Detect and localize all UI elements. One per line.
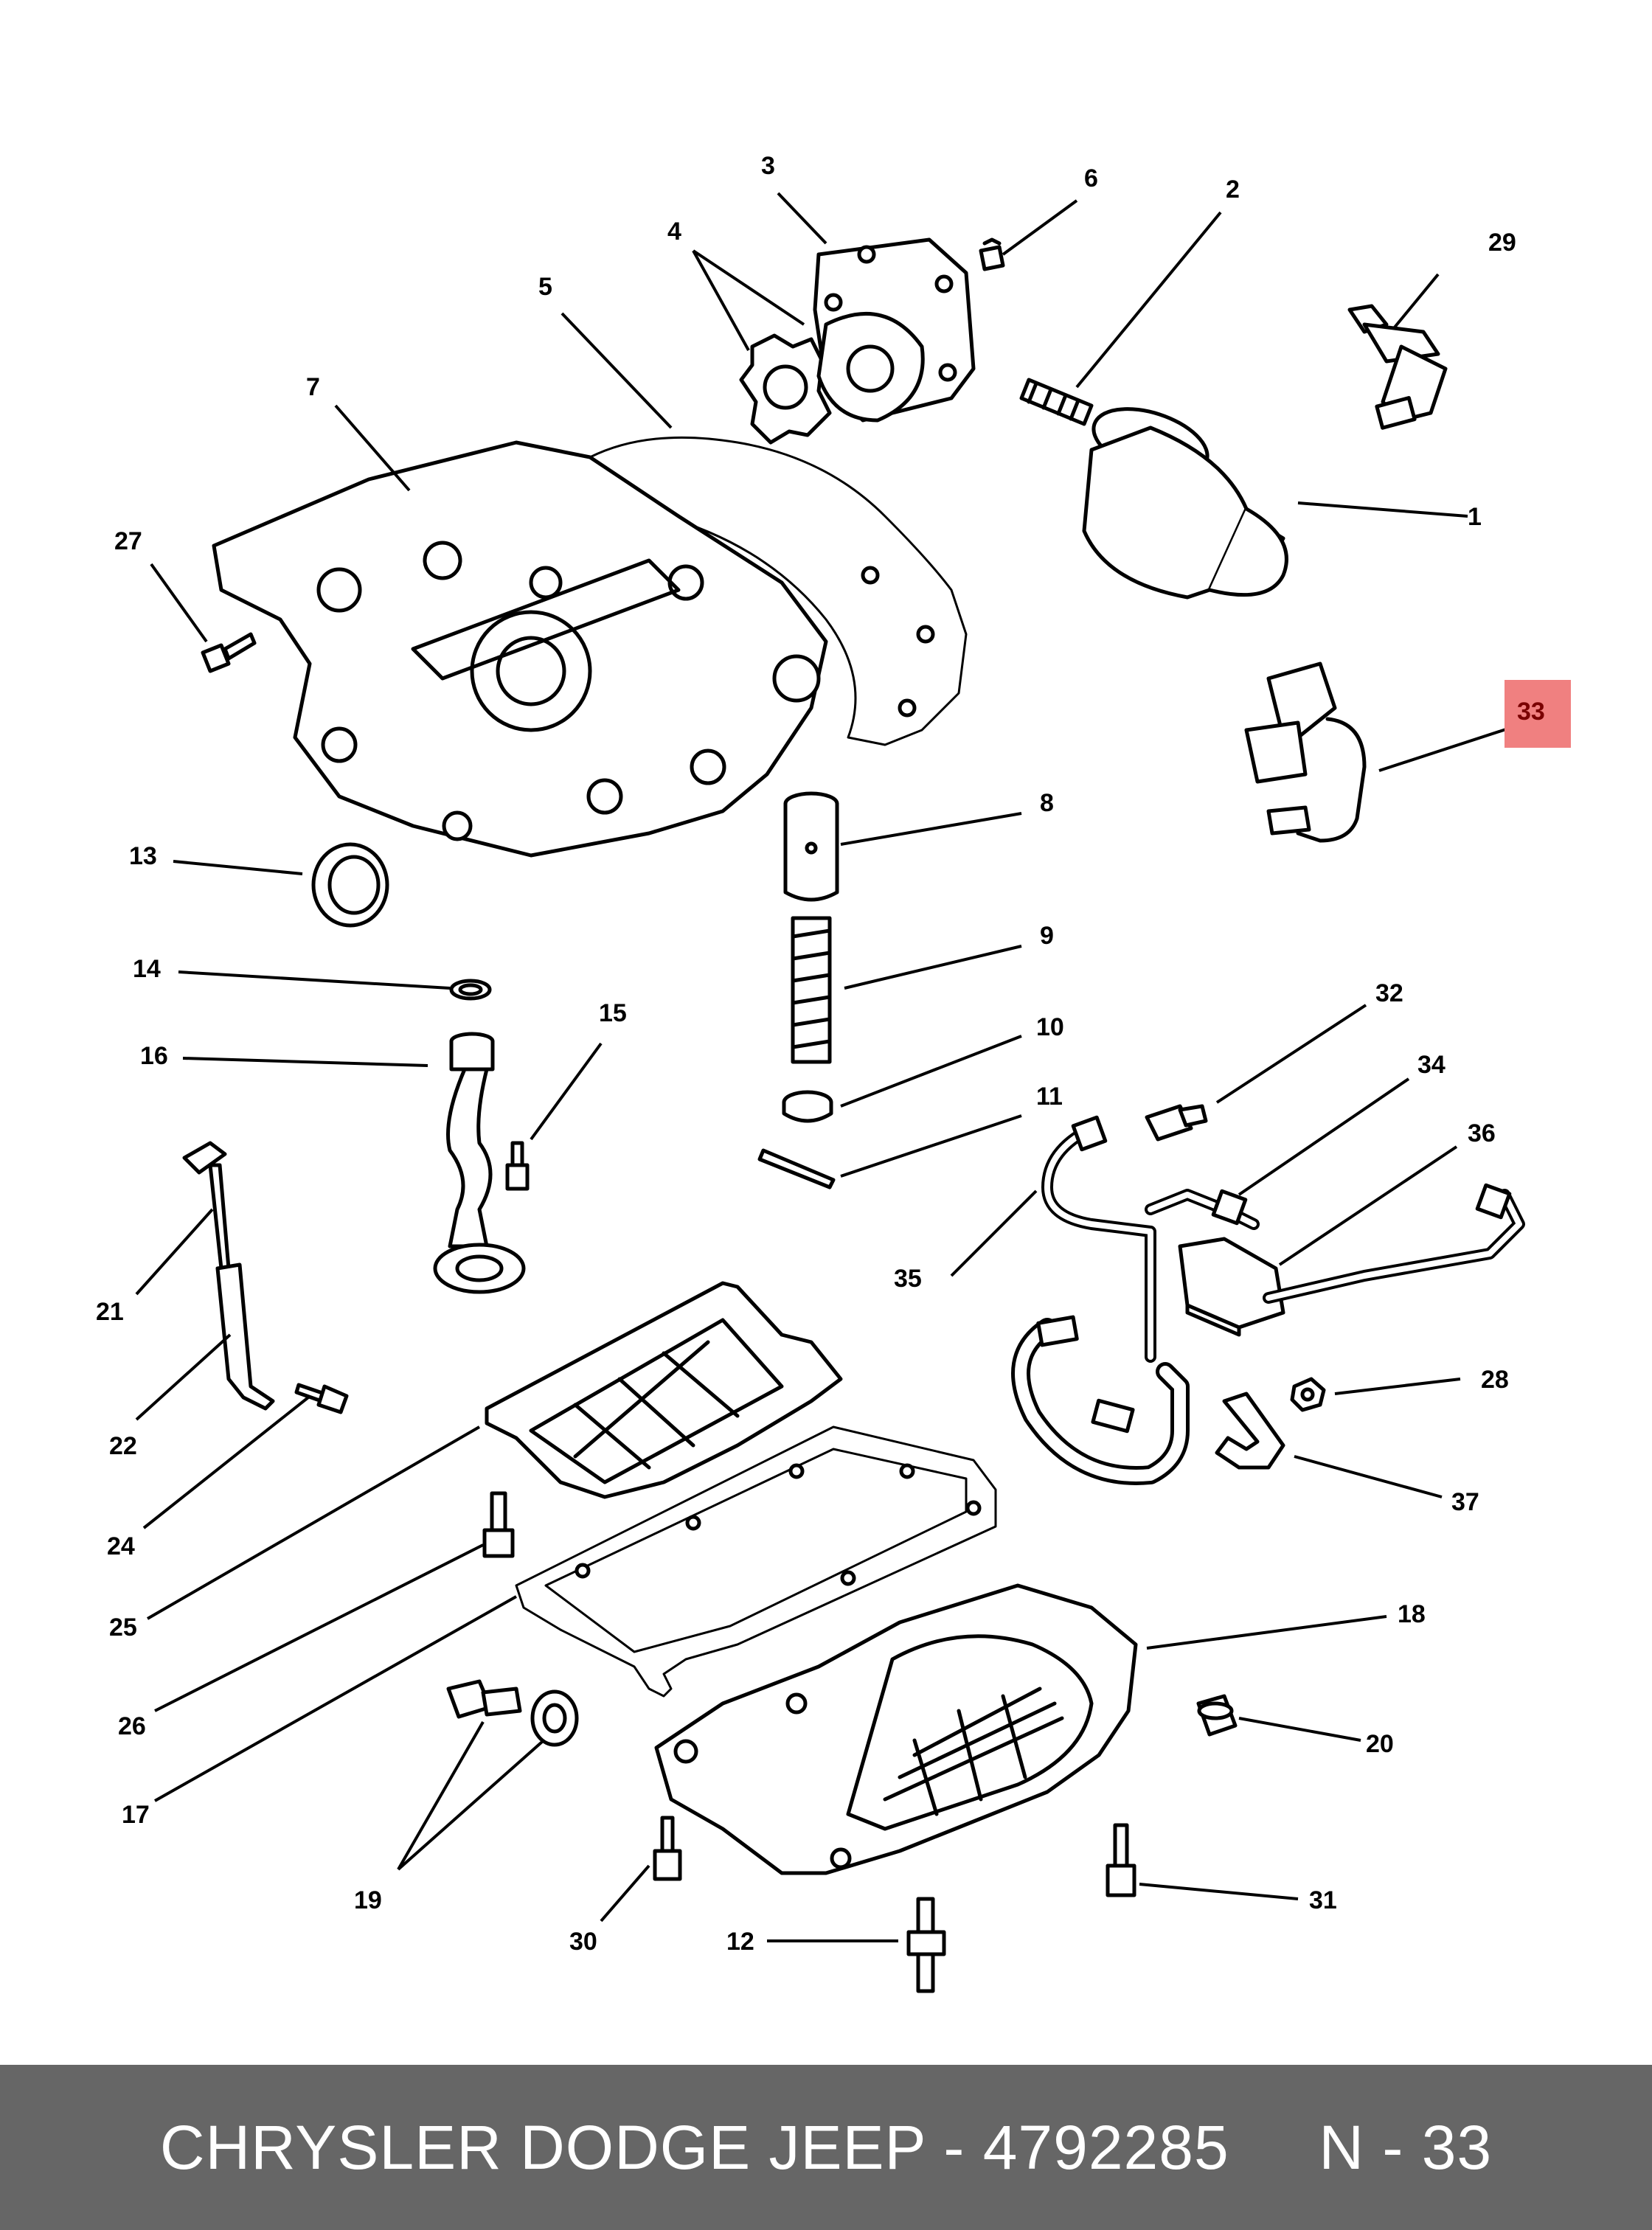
callout-28: 28 bbox=[1481, 1366, 1509, 1394]
footer-brand: CHRYSLER DODGE JEEP bbox=[159, 2112, 926, 2182]
part-36-cooler-line bbox=[1263, 1183, 1525, 1304]
callout-27: 27 bbox=[114, 527, 142, 555]
part-30-bolt bbox=[653, 1816, 682, 1881]
part-27-bolt bbox=[201, 632, 257, 673]
callout-1: 1 bbox=[1468, 503, 1482, 531]
callout-3: 3 bbox=[761, 152, 775, 180]
footer-separator: - bbox=[926, 2112, 983, 2182]
callout-16: 16 bbox=[140, 1042, 168, 1070]
part-29-pressure-sensor bbox=[1347, 304, 1448, 430]
callout-24: 24 bbox=[107, 1532, 135, 1560]
part-36-bracket bbox=[1178, 1237, 1285, 1337]
callout-32: 32 bbox=[1375, 979, 1403, 1007]
callout-labels: 1 2 3 4 5 6 7 8 9 10 11 12 13 14 15 16 1… bbox=[96, 152, 1545, 1956]
part-7-engine-front-cover bbox=[212, 440, 828, 858]
part-16-oil-pickup bbox=[433, 1032, 526, 1294]
part-9-relief-spring bbox=[791, 916, 832, 1064]
highlight-box-33 bbox=[1504, 680, 1571, 748]
footer-gap bbox=[1229, 2113, 1319, 2182]
part-35-oil-tube bbox=[1041, 1115, 1156, 1363]
part-1-oil-filter bbox=[1082, 407, 1288, 600]
callout-4: 4 bbox=[667, 218, 681, 246]
callout-35: 35 bbox=[894, 1265, 922, 1293]
callout-9: 9 bbox=[1040, 922, 1054, 950]
callout-30: 30 bbox=[569, 1928, 597, 1956]
callout-25: 25 bbox=[109, 1614, 137, 1642]
callout-17: 17 bbox=[122, 1801, 150, 1829]
footer-banner: CHRYSLER DODGE JEEP - 4792285 N - 33 bbox=[0, 2065, 1652, 2230]
callout-19: 19 bbox=[354, 1886, 382, 1914]
callout-11: 11 bbox=[1036, 1083, 1063, 1111]
callout-12: 12 bbox=[726, 1928, 754, 1956]
part-2-relief-spring bbox=[1019, 378, 1094, 426]
part-33-pressure-sensor-with-tube bbox=[1244, 661, 1367, 843]
part-hose-loop bbox=[1011, 1315, 1190, 1485]
callout-37: 37 bbox=[1451, 1488, 1479, 1516]
callout-10: 10 bbox=[1036, 1013, 1064, 1041]
callout-2: 2 bbox=[1226, 176, 1240, 204]
callout-15: 15 bbox=[599, 999, 627, 1027]
part-37-clamp bbox=[1215, 1392, 1285, 1470]
part-28-nut bbox=[1290, 1377, 1326, 1412]
part-6-bolt bbox=[979, 237, 1005, 271]
callout-6: 6 bbox=[1084, 164, 1098, 192]
callout-31: 31 bbox=[1309, 1886, 1337, 1914]
callout-29: 29 bbox=[1488, 229, 1516, 257]
callout-36: 36 bbox=[1468, 1119, 1496, 1147]
footer-part-number: 4792285 bbox=[982, 2112, 1229, 2182]
callout-8: 8 bbox=[1040, 789, 1054, 817]
callout-18: 18 bbox=[1398, 1600, 1426, 1628]
part-19-drain-plug bbox=[446, 1679, 579, 1747]
callout-33: 33 bbox=[1517, 698, 1545, 726]
part-34-oil-tube bbox=[1145, 1189, 1260, 1230]
callout-5: 5 bbox=[538, 273, 552, 301]
part-12-stud bbox=[906, 1897, 946, 1993]
exploded-parts-diagram: 1 2 3 4 5 6 7 8 9 10 11 12 13 14 15 16 1… bbox=[96, 152, 1571, 1993]
part-31-bolt bbox=[1106, 1823, 1136, 1897]
part-32-sensor bbox=[1145, 1104, 1208, 1142]
part-24-bolt bbox=[294, 1383, 349, 1414]
callout-34: 34 bbox=[1417, 1051, 1446, 1079]
callout-13: 13 bbox=[129, 842, 157, 870]
part-18-oil-pan bbox=[654, 1583, 1138, 1875]
footer-position-label: N - 33 bbox=[1319, 2112, 1493, 2182]
part-10-retainer-cap bbox=[782, 1090, 833, 1123]
part-17-oil-pan-gasket bbox=[515, 1425, 997, 1698]
callout-26: 26 bbox=[118, 1712, 146, 1740]
part-4-pump-rotors bbox=[739, 312, 925, 445]
part-8-relief-valve bbox=[783, 791, 839, 902]
callout-22: 22 bbox=[109, 1432, 137, 1460]
callout-14: 14 bbox=[133, 955, 161, 983]
part-14-o-ring bbox=[449, 979, 492, 1001]
leader-lines bbox=[135, 192, 1509, 1942]
part-20-plug bbox=[1196, 1694, 1238, 1737]
part-26-bolt bbox=[482, 1491, 515, 1558]
callout-20: 20 bbox=[1366, 1730, 1394, 1758]
part-11-roll-pin bbox=[757, 1148, 836, 1189]
part-5-front-cover-gasket bbox=[589, 436, 968, 746]
part-15-bolt bbox=[505, 1141, 530, 1191]
footer-text: CHRYSLER DODGE JEEP - 4792285 N - 33 bbox=[160, 2112, 1492, 2184]
callout-21: 21 bbox=[96, 1298, 124, 1326]
callout-7: 7 bbox=[306, 373, 320, 401]
part-22-dipstick-tube bbox=[215, 1262, 275, 1411]
part-25-windage-tray bbox=[485, 1281, 843, 1499]
part-21-dipstick bbox=[182, 1141, 231, 1271]
part-13-crankshaft-seal bbox=[311, 842, 389, 928]
